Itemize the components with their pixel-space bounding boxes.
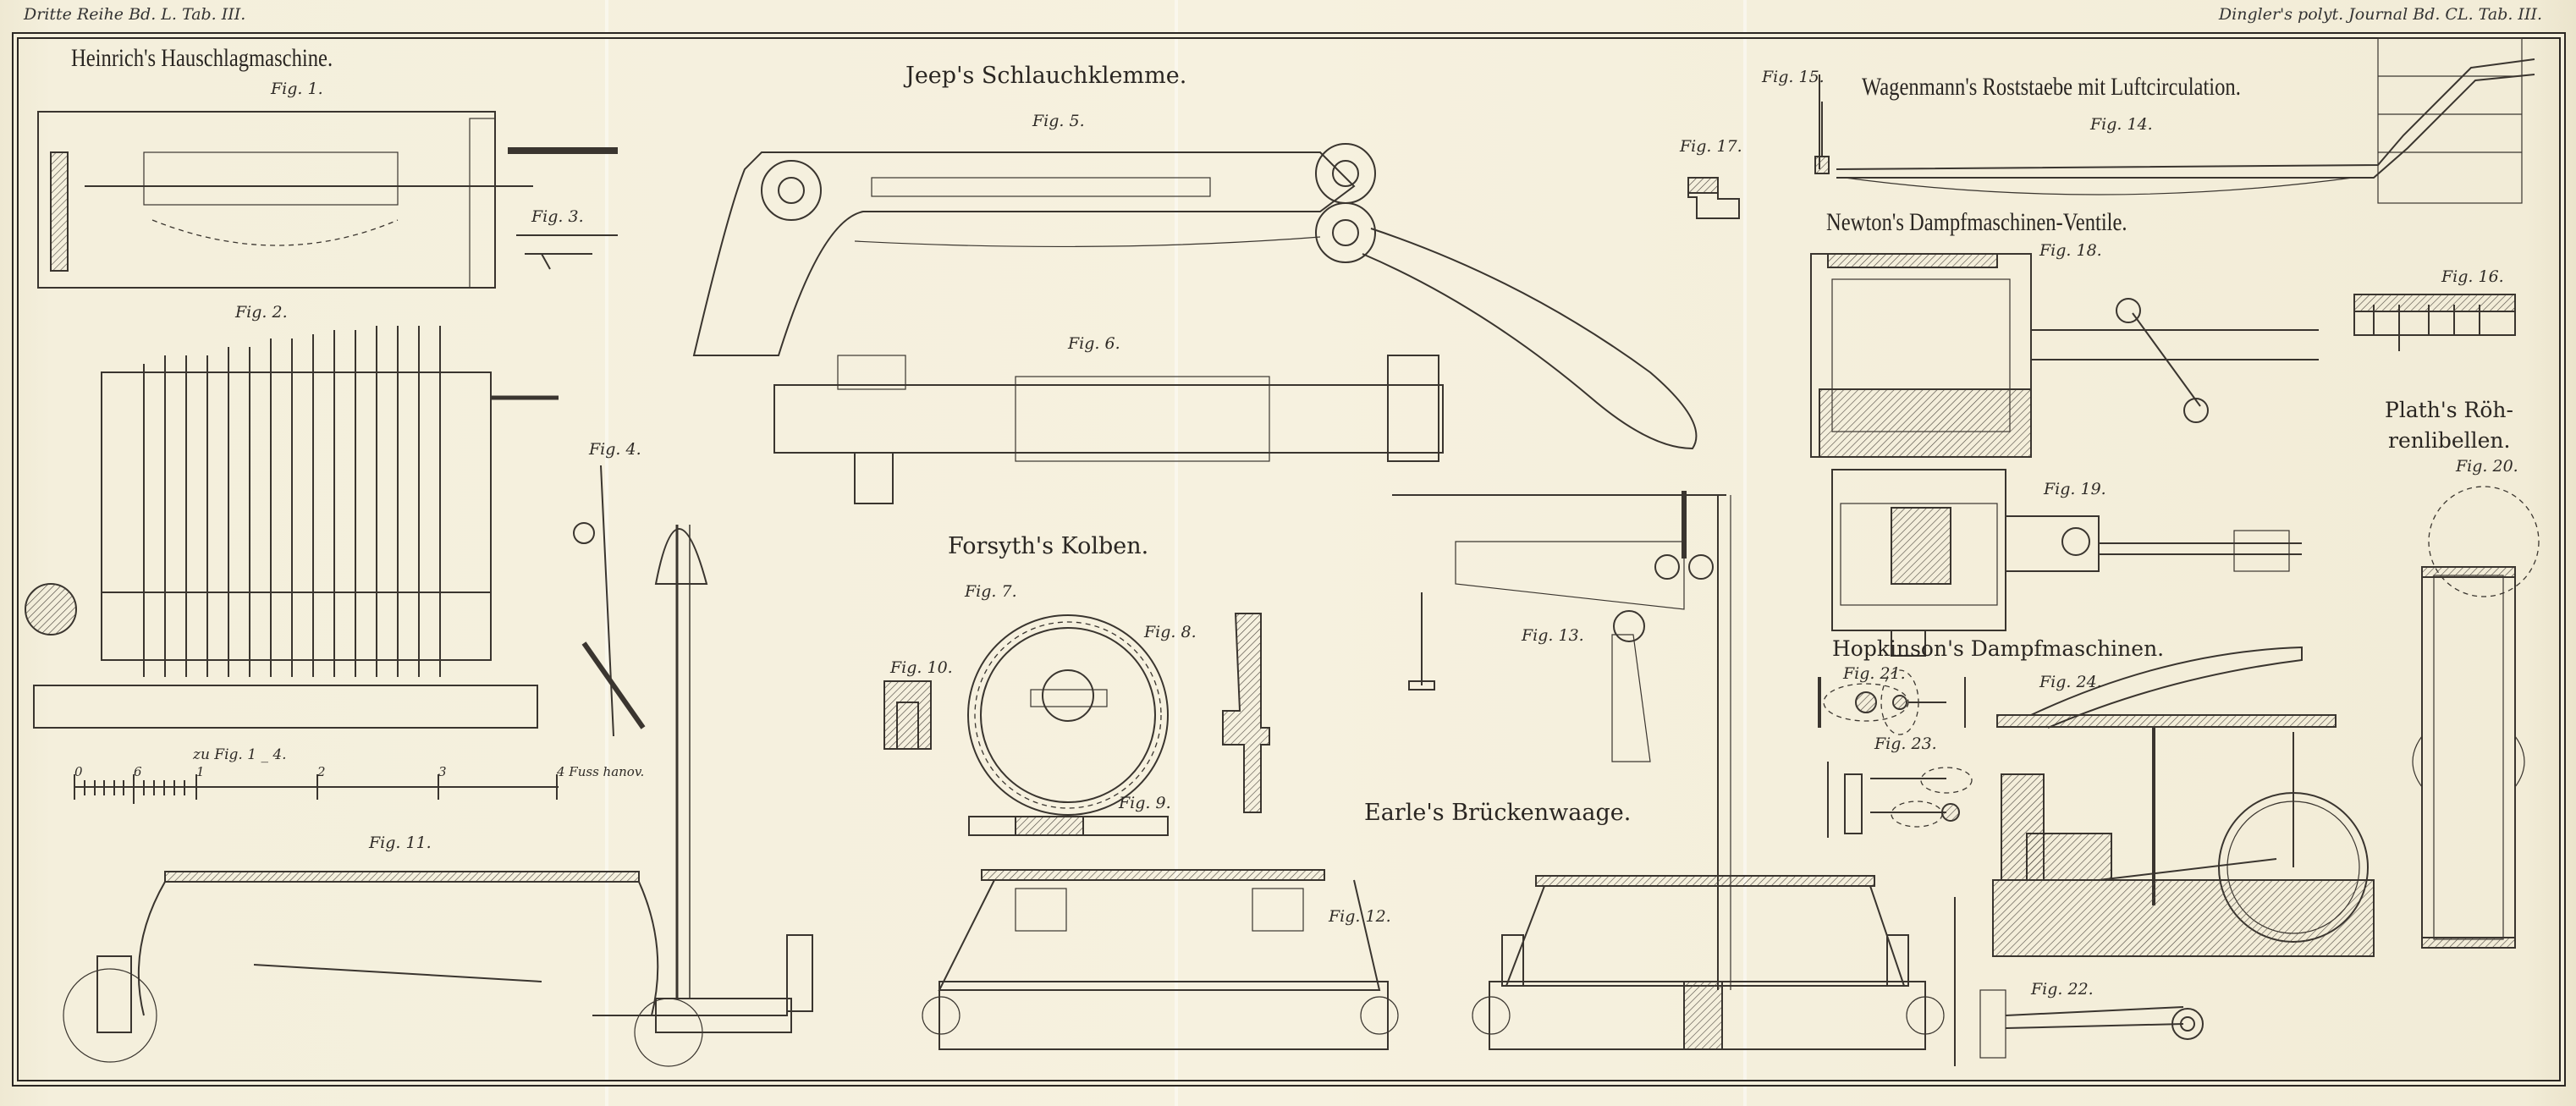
fig9-drawing <box>968 816 1169 836</box>
fig5-drawing <box>692 143 1698 450</box>
fold-line <box>1175 0 1178 1106</box>
fig24-label: Fig. 24. <box>2039 673 2102 691</box>
fig3-label: Fig. 3. <box>531 207 584 226</box>
header-right: Dingler's polyt. Journal Bd. CL. Tab. II… <box>2218 5 2542 24</box>
fig11-drawing <box>63 525 813 1067</box>
fig22-drawing <box>1954 897 2204 1066</box>
fig24-drawing <box>1992 646 2375 957</box>
fig9-label: Fig. 9. <box>1119 794 1171 812</box>
fig2-drawing <box>25 326 559 729</box>
fig13-label: Fig. 13. <box>1522 626 1584 645</box>
fig12-label: Fig. 12. <box>1329 907 1391 926</box>
scale-tick-2: 2 <box>317 764 326 779</box>
scale-tick-0: 0 <box>74 764 83 779</box>
fig20-label: Fig. 20. <box>2456 457 2518 476</box>
title-plath-line1: Plath's Röh- <box>2385 398 2513 422</box>
fig3-drawing <box>516 234 618 270</box>
header-left: Dritte Reihe Bd. L. Tab. III. <box>24 5 246 24</box>
scale-bar-drawing <box>74 774 559 804</box>
fig14-label: Fig. 14. <box>2090 115 2153 134</box>
fold-line <box>1743 0 1747 1106</box>
fig1-drawing <box>37 111 618 289</box>
fig11-label: Fig. 11. <box>369 834 432 852</box>
fig16-label: Fig. 16. <box>2441 267 2504 286</box>
fig13-drawing <box>1392 491 1731 990</box>
fig19-drawing <box>1831 469 2302 657</box>
fig7-label: Fig. 7. <box>965 582 1017 601</box>
scale-caption: zu Fig. 1 _ 4. <box>193 746 287 763</box>
fold-line <box>605 0 608 1106</box>
fig4-drawing <box>573 465 646 737</box>
fig19-label: Fig. 19. <box>2044 480 2106 498</box>
scale-tick-1: 1 <box>196 764 205 779</box>
scale-tick-3: 3 <box>438 764 447 779</box>
fig2-label: Fig. 2. <box>235 303 288 322</box>
fig5-label: Fig. 5. <box>1032 112 1085 130</box>
fig15-drawing <box>1814 102 1830 174</box>
title-forsyth: Forsyth's Kolben. <box>948 533 1149 559</box>
fig20-drawing <box>2412 486 2540 949</box>
fig8-label: Fig. 8. <box>1144 623 1197 641</box>
title-jeep: Jeep's Schlauchklemme. <box>905 63 1187 89</box>
fig10-label: Fig. 10. <box>890 658 953 677</box>
fig16-drawing <box>2353 294 2516 351</box>
title-heinrich: Heinrich's Hauschlagmaschine. <box>71 44 333 72</box>
fig1-label: Fig. 1. <box>271 80 323 98</box>
earle-scale-drawing <box>1472 875 1945 1050</box>
fig18-drawing <box>1810 253 2319 458</box>
fig15-label: Fig. 15. <box>1762 68 1825 86</box>
fig17-drawing <box>1687 177 1740 219</box>
fig6-label: Fig. 6. <box>1068 334 1120 353</box>
fig22-label: Fig. 22. <box>2031 980 2094 999</box>
fig8-drawing <box>1222 613 1270 813</box>
fig23-drawing <box>1827 762 1973 838</box>
fig6-drawing <box>773 355 1444 504</box>
scale-tick-6: 6 <box>134 764 142 779</box>
fig23-label: Fig. 23. <box>1874 735 1937 753</box>
fig4-label: Fig. 4. <box>589 440 641 459</box>
fig14-drawing <box>1819 37 2535 204</box>
fig18-label: Fig. 18. <box>2039 241 2102 260</box>
title-earle: Earle's Brückenwaage. <box>1364 800 1632 826</box>
title-hopkinson: Hopkinson's Dampfmaschinen. <box>1832 636 2165 661</box>
fig7-drawing <box>967 614 1169 816</box>
title-plath-line2: renlibellen. <box>2388 428 2511 453</box>
title-wagenmann: Wagenmann's Roststaebe mit Luftcirculati… <box>1862 73 2241 101</box>
fig21-drawing <box>1818 669 1966 735</box>
fig17-label: Fig. 17. <box>1680 137 1742 156</box>
title-newton: Newton's Dampfmaschinen-Ventile. <box>1826 208 2127 236</box>
fig21-label: Fig. 21. <box>1843 664 1906 683</box>
plate-frame <box>17 37 2561 1081</box>
fig10-drawing <box>883 680 932 750</box>
scale-end-label: 4 Fuss hanov. <box>557 764 645 779</box>
fig12-drawing <box>922 869 1399 1050</box>
